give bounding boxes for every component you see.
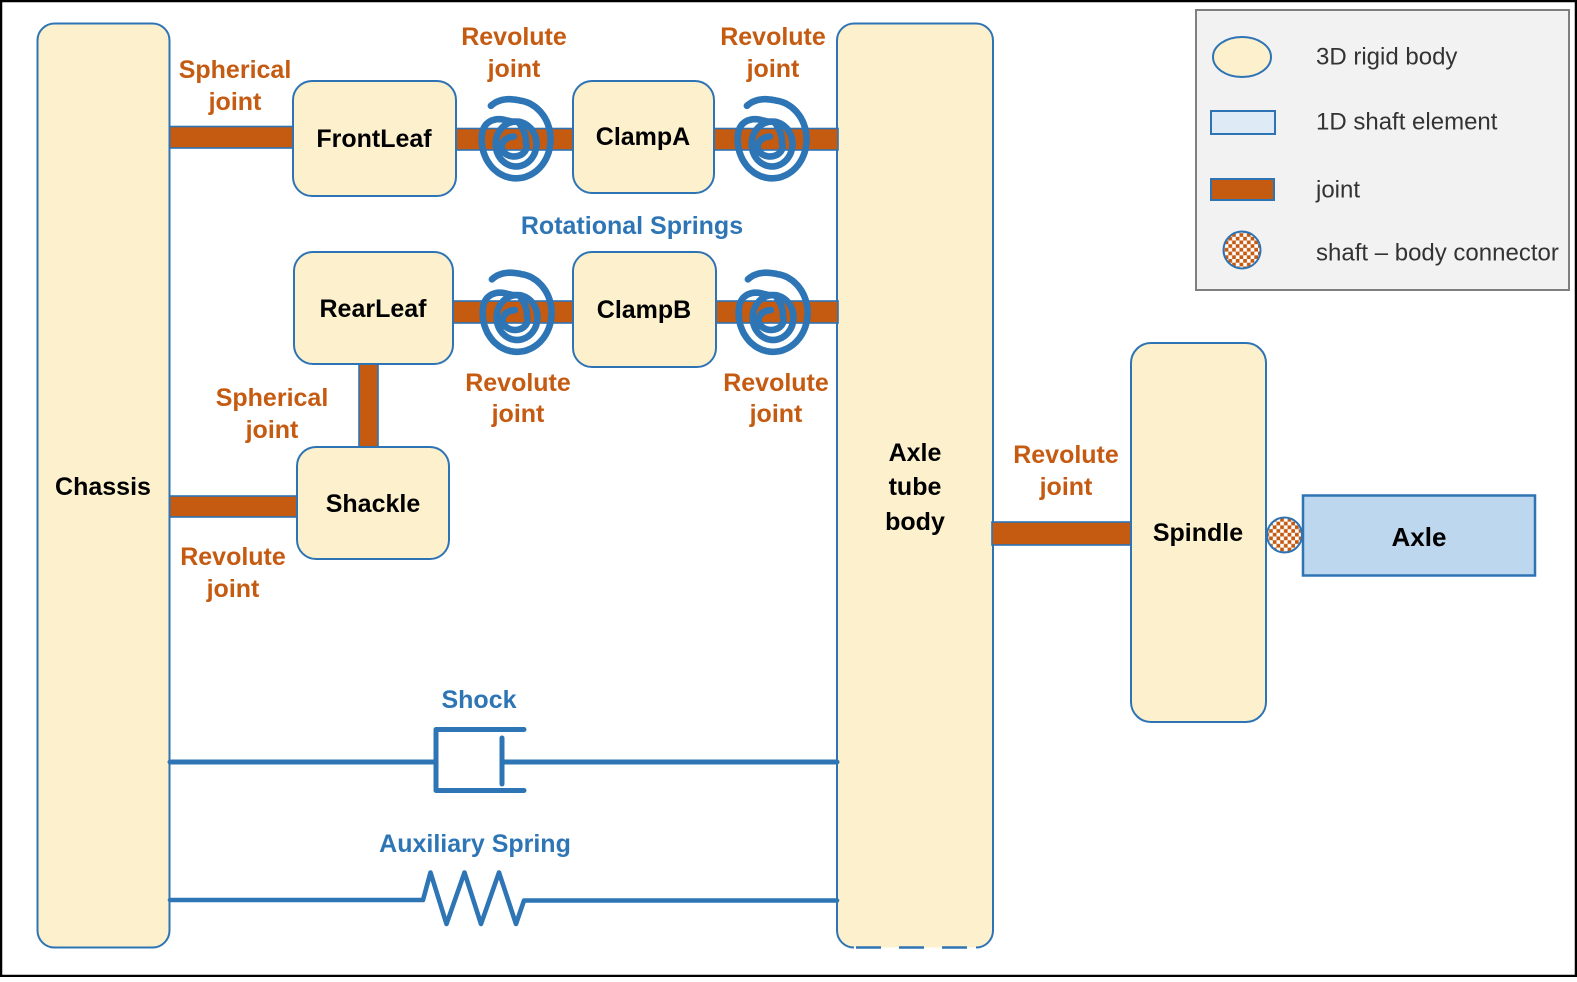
svg-text:Axle: Axle	[1392, 522, 1447, 552]
svg-text:joint: joint	[1315, 177, 1360, 204]
svg-text:Revolute: Revolute	[465, 369, 571, 397]
svg-text:joint: joint	[746, 55, 800, 83]
svg-text:RearLeaf: RearLeaf	[320, 295, 428, 323]
svg-text:Spherical: Spherical	[179, 56, 292, 84]
svg-text:body: body	[885, 508, 945, 536]
svg-text:Revolute: Revolute	[180, 543, 286, 571]
svg-text:3D rigid body: 3D rigid body	[1316, 44, 1457, 71]
svg-text:joint: joint	[1039, 473, 1093, 501]
svg-text:Revolute: Revolute	[461, 23, 567, 51]
svg-text:joint: joint	[206, 575, 260, 603]
svg-text:joint: joint	[491, 400, 545, 428]
svg-text:Revolute: Revolute	[723, 369, 829, 397]
svg-text:1D shaft element: 1D shaft element	[1316, 109, 1498, 136]
svg-text:joint: joint	[245, 416, 299, 444]
svg-text:Shackle: Shackle	[326, 490, 421, 518]
svg-text:joint: joint	[208, 88, 262, 116]
svg-text:Chassis: Chassis	[55, 473, 151, 501]
svg-text:tube: tube	[889, 473, 942, 501]
svg-text:Spindle: Spindle	[1153, 519, 1243, 547]
svg-text:Rotational Springs: Rotational Springs	[521, 212, 743, 240]
svg-text:Revolute: Revolute	[720, 23, 826, 51]
svg-text:Revolute: Revolute	[1013, 441, 1119, 469]
svg-text:joint: joint	[749, 400, 803, 428]
svg-text:Shock: Shock	[441, 686, 516, 714]
svg-text:ClampA: ClampA	[596, 123, 690, 151]
svg-text:Auxiliary Spring: Auxiliary Spring	[379, 830, 571, 858]
svg-text:FrontLeaf: FrontLeaf	[316, 125, 432, 153]
svg-text:Spherical: Spherical	[216, 384, 329, 412]
svg-text:joint: joint	[487, 55, 541, 83]
svg-text:shaft – body connector: shaft – body connector	[1316, 240, 1559, 267]
svg-text:ClampB: ClampB	[597, 296, 691, 324]
svg-text:Axle: Axle	[889, 439, 942, 467]
